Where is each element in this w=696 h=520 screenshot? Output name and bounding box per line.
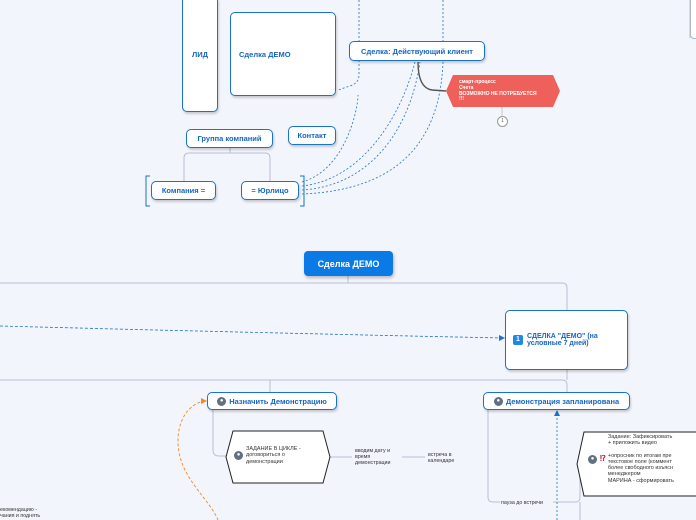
link-assign-to-task <box>212 410 226 457</box>
bracket-right <box>300 175 305 207</box>
collapse-toggle[interactable]: 1 <box>497 116 508 127</box>
bracket-left <box>145 175 150 207</box>
left-cut-text[interactable]: екомендацию - чания и поднять <box>0 507 40 519</box>
link-left-to-deal-demo <box>0 325 506 339</box>
task-record-lines: Задание: Зафиксировать + приложить видео… <box>608 434 674 484</box>
task-record-shape <box>576 431 696 497</box>
task-record-line-4: +опросник по итогам пре <box>607 452 672 459</box>
contact-label: Контакт <box>297 131 327 140</box>
task-record-line-1: Задание: Зафиксировать <box>607 434 673 440</box>
lead-label: ЛИД <box>192 49 208 59</box>
demo-planned-label: Демонстрация запланирована <box>505 396 620 406</box>
deal-demo-top-label: Сделка ДЕМО <box>239 49 291 59</box>
demo-planned-node[interactable]: ● Демонстрация запланирована <box>483 392 630 410</box>
exclamation-question-icon: ⁉ <box>600 453 606 463</box>
person-icon: ● <box>217 396 227 406</box>
group-companies-node[interactable]: Группа компаний <box>186 129 273 148</box>
link-legal-to-client-1 <box>301 61 416 187</box>
task-record-line-5: текстовое поле (коммент <box>607 458 672 465</box>
assign-demo-node[interactable]: ● Назначить Демонстрацию <box>207 392 337 410</box>
deal-active-client-node[interactable]: Сделка: Действующий клиент <box>349 41 485 61</box>
arrowhead-deal-demo <box>499 335 505 341</box>
deal-demo-conditional-label: СДЕЛКА "ДЕМО" (на условные 7 дней) <box>527 333 598 347</box>
link-root-branches <box>0 276 568 310</box>
assign-demo-label: Назначить Демонстрацию <box>229 396 327 406</box>
company-label: Компания = <box>161 186 206 195</box>
task-record-text[interactable]: ● ⁉ Задание: Зафиксировать + приложить в… <box>588 434 696 484</box>
task-record-line-6: более свободного изъясн <box>607 465 674 472</box>
smart-process-text[interactable]: смарт-процесс Счета ВОЗМОЖНО НЕ ПОТРЕБУЕ… <box>459 79 537 103</box>
link-deal-demo-children <box>0 370 568 392</box>
lead-node[interactable]: ЛИД <box>182 0 218 112</box>
arrowhead-orange <box>201 398 207 404</box>
task-record-line-7: менеджером <box>607 471 641 478</box>
link-planned-children <box>487 410 585 503</box>
task-record-line-8: МАРИНА - сформировать <box>607 477 674 484</box>
person-icon: ● <box>588 454 597 464</box>
company-node[interactable]: Компания = <box>151 181 216 200</box>
group-companies-label: Группа компаний <box>197 134 262 143</box>
pause-meeting-text[interactable]: пауза до встречи <box>501 500 544 506</box>
smart-process-line-2: Счета <box>459 84 474 91</box>
smart-process-line-3: ВОЗМОЖНО НЕ ПОТРЕБУЕТСЯ <box>459 90 537 97</box>
smart-process-line-4: !!! <box>459 96 464 103</box>
task-cycle-label: ЗАДАНИЕ В ЦИКЛЕ - договориться о демонст… <box>246 446 301 465</box>
root-label: Сделка ДЕМО <box>317 258 380 269</box>
left-cut-line-2: чания и поднять <box>0 513 41 520</box>
link-orange <box>177 400 219 520</box>
number-one-icon: 1 <box>513 335 523 345</box>
collapse-count: 1 <box>501 118 504 124</box>
left-cut-line-1: екомендацию - <box>0 507 38 513</box>
smart-process-shape <box>446 75 560 107</box>
task-cycle-shape <box>225 430 331 484</box>
task-record-line-2: + приложить видео <box>607 440 657 447</box>
legal-entity-label: = Юрлицо <box>251 186 289 195</box>
link-legal-to-client-2 <box>301 61 421 191</box>
deal-demo-conditional-node[interactable]: 1 СДЕЛКА "ДЕМО" (на условные 7 дней) <box>505 310 628 370</box>
deal-demo-top-node[interactable]: Сделка ДЕМО <box>230 12 336 96</box>
arrowhead-planned <box>554 410 560 416</box>
deal-active-client-label: Сделка: Действующий клиент <box>361 46 473 56</box>
offscreen-node-edge <box>690 0 696 39</box>
smart-process-line-1: смарт-процесс <box>459 79 496 85</box>
task-cycle-text[interactable]: ● ЗАДАНИЕ В ЦИКЛЕ - договориться о демон… <box>234 446 320 465</box>
root-node[interactable]: Сделка ДЕМО <box>304 251 393 276</box>
link-group-children <box>183 148 271 182</box>
enter-date-text[interactable]: вводим дату и время демонстрации <box>355 448 391 467</box>
contact-node[interactable]: Контакт <box>288 126 336 145</box>
link-client-to-smart <box>417 61 447 92</box>
person-icon: ● <box>234 450 243 460</box>
person-icon: ● <box>493 396 503 406</box>
calendar-meeting-text[interactable]: встреча в календаре <box>428 452 455 465</box>
legal-entity-node[interactable]: = Юрлицо <box>241 181 299 200</box>
